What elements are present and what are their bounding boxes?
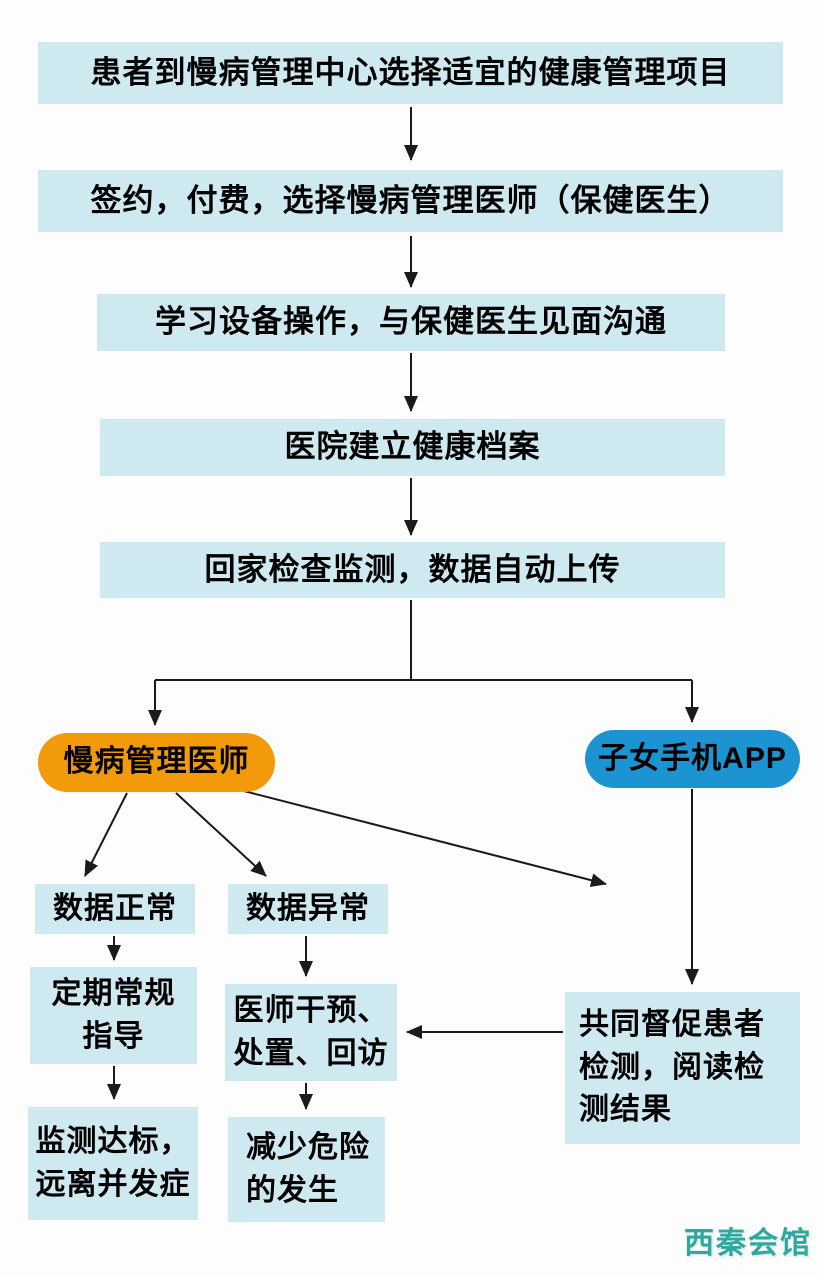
node-monitoring-up-to-standard: 监测达标， 远离并发症 (28, 1107, 198, 1220)
watermark: 西秦会馆 (684, 1227, 812, 1260)
flow-step-home-monitoring: 回家检查监测，数据自动上传 (100, 542, 725, 598)
flow-step-sign-pay: 签约，付费，选择慢病管理医师（保健医生） (38, 170, 783, 232)
node-children-mobile-app: 子女手机APP (585, 730, 800, 788)
node-chronic-disease-doctor: 慢病管理医师 (38, 733, 275, 792)
node-data-normal: 数据正常 (35, 884, 195, 934)
node-doctor-intervention: 医师干预、 处置、回访 (225, 984, 397, 1081)
node-joint-supervision: 共同督促患者 检测，阅读检 测结果 (565, 992, 800, 1144)
node-routine-guidance: 定期常规 指导 (30, 967, 197, 1064)
node-data-abnormal: 数据异常 (228, 884, 388, 934)
flow-step-health-record: 医院建立健康档案 (100, 419, 725, 476)
flow-step-learn-device: 学习设备操作，与保健医生见面沟通 (97, 294, 725, 351)
flow-step-select-program: 患者到慢病管理中心选择适宜的健康管理项目 (38, 42, 783, 104)
node-reduce-risk: 减少危险 的发生 (228, 1117, 385, 1222)
